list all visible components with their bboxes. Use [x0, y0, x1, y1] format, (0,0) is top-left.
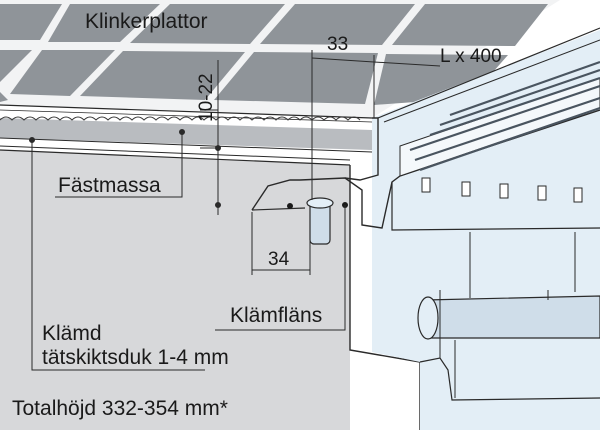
- dim-flange-top: 33: [327, 34, 348, 55]
- concrete-slab: [0, 149, 421, 430]
- label-tiles: Klinkerplattor: [85, 10, 208, 33]
- label-total-height: Totalhöjd 332-354 mm*: [12, 397, 228, 420]
- adhesive-layer: [0, 116, 373, 161]
- label-membrane-line2: tätskiktsduk 1-4 mm: [42, 346, 229, 369]
- label-membrane-line1: Klämd: [42, 322, 102, 345]
- labels: Klinkerplattor 33 L x 400 10-22 Fästmass…: [12, 10, 502, 420]
- dim-flange-width: 34: [268, 249, 290, 270]
- dim-tile-thickness: 10-22: [196, 73, 217, 122]
- drain-channel: [251, 27, 600, 430]
- tile-surface: [0, 0, 560, 123]
- label-adhesive: Fästmassa: [58, 174, 161, 197]
- grating: [399, 60, 600, 203]
- dimension-lines: [29, 50, 441, 371]
- dim-length: L x 400: [440, 46, 502, 67]
- clamp-bolt: [287, 197, 348, 245]
- label-clamp-flange: Klämfläns: [230, 304, 322, 327]
